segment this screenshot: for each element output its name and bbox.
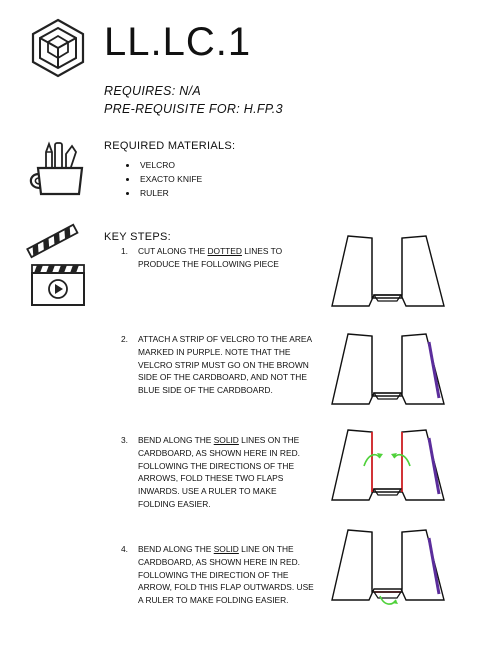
materials-list: VELCRO EXACTO KNIFE RULER xyxy=(104,158,202,200)
key-steps-heading: KEY STEPS: xyxy=(104,231,171,243)
fold-arrow-left-icon xyxy=(363,453,381,467)
step-2-diagram xyxy=(331,333,445,405)
clapperboard-icon xyxy=(26,223,85,306)
step-number: 1. xyxy=(121,246,128,256)
step-4-diagram xyxy=(331,529,445,605)
fold-arrow-right-icon xyxy=(393,453,411,467)
list-item: VELCRO xyxy=(138,158,202,172)
step-number: 2. xyxy=(121,334,128,344)
list-item: EXACTO KNIFE xyxy=(138,172,202,186)
step-number: 4. xyxy=(121,544,128,554)
step-1-diagram xyxy=(331,235,445,307)
step-3-diagram xyxy=(331,429,445,501)
step-number: 3. xyxy=(121,435,128,445)
velcro-strip xyxy=(427,341,441,399)
pencil-cup-icon xyxy=(29,141,84,196)
prerequisite-text: PRE-REQUISITE FOR: H.FP.3 xyxy=(104,102,283,116)
list-item: RULER xyxy=(138,186,202,200)
step-text: BEND ALONG THE SOLID LINES ON THE CARDBO… xyxy=(138,435,300,509)
page-title: LL.LC.1 xyxy=(104,20,252,64)
step-text: CUT ALONG THE DOTTED LINES TO PRODUCE TH… xyxy=(138,246,283,269)
cube-logo-icon xyxy=(31,18,85,78)
materials-heading: REQUIRED MATERIALS: xyxy=(104,140,236,152)
step-text: ATTACH A STRIP OF VELCRO TO THE AREA MAR… xyxy=(138,334,312,396)
requires-text: REQUIRES: N/A xyxy=(104,84,201,98)
step-text: BEND ALONG THE SOLID LINE ON THE CARDBOA… xyxy=(138,544,314,606)
